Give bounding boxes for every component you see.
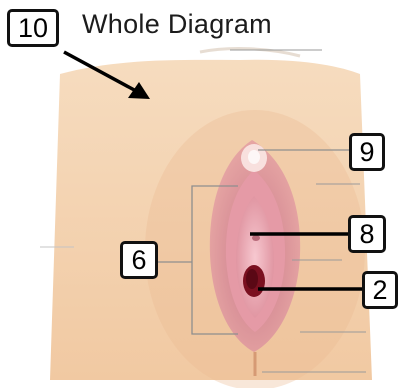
label-8: 8 xyxy=(348,215,386,253)
clitoris-highlight xyxy=(248,150,260,164)
label-9: 9 xyxy=(349,133,385,171)
label-6: 6 xyxy=(120,241,158,279)
vaginal-opening-inner xyxy=(246,269,258,289)
label-10: 10 xyxy=(7,9,59,47)
diagram-title: Whole Diagram xyxy=(82,9,272,40)
urethral-opening-shape xyxy=(252,235,260,241)
label-2: 2 xyxy=(362,271,398,309)
